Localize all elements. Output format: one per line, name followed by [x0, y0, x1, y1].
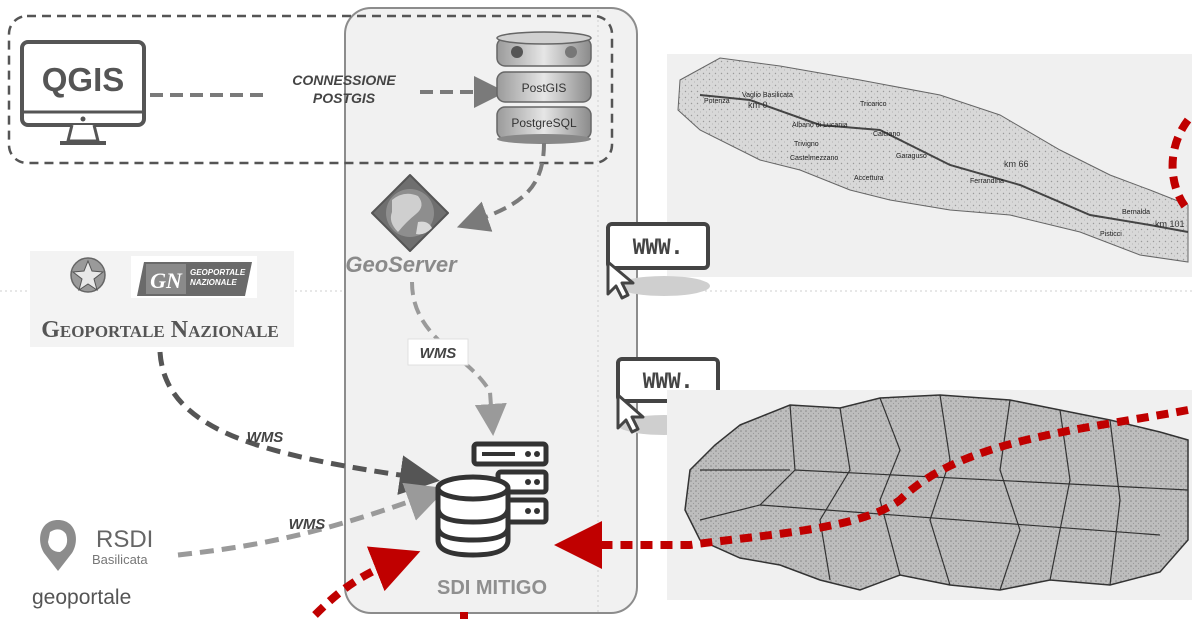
postgresql-label: PostgreSQL: [511, 116, 577, 130]
wms-label-geoportale: WMS: [247, 429, 284, 446]
rsdi-portal: geoportale: [32, 586, 131, 609]
sdi-label: SDI MITIGO: [437, 577, 547, 599]
connection-label-line1: CONNESSIONE: [292, 72, 396, 88]
geoserver-sdi-arrow: [410, 281, 507, 436]
rsdi-region: Basilicata: [92, 552, 148, 567]
emblem-icon: [70, 257, 106, 293]
wms-label-geoserver: WMS: [420, 345, 457, 362]
top-map-area: [677, 57, 1189, 263]
gn-badge-line1: GEOPORTALE: [190, 268, 246, 277]
map-pin-icon: [40, 520, 76, 571]
rsdi-name: RSDI: [96, 526, 153, 553]
svg-text:Vaglio Basilicata: Vaglio Basilicata: [742, 92, 793, 99]
gn-badge-letters: GN: [150, 268, 183, 293]
svg-text:Calciano: Calciano: [873, 131, 900, 138]
server-database-icon: [435, 441, 549, 558]
connection-label-line2: POSTGIS: [313, 90, 376, 106]
geoserver-icon: [371, 174, 449, 252]
red-link-top-map: [1168, 117, 1192, 213]
svg-text:Bernalda: Bernalda: [1122, 209, 1150, 216]
wms-label-rsdi: WMS: [289, 516, 326, 533]
svg-text:Trivigno: Trivigno: [794, 141, 819, 148]
gn-badge-line2: NAZIONALE: [190, 278, 237, 287]
wms-badge-geoserver: [407, 338, 469, 366]
www-top-label: WWW.: [633, 235, 684, 259]
svg-text:Pisticci: Pisticci: [1100, 231, 1122, 238]
www-badge-top[interactable]: WWW.: [606, 222, 710, 296]
cursor-icon: [606, 260, 635, 300]
postgis-label: PostGIS: [522, 81, 567, 95]
road-line: [699, 94, 1189, 233]
qgis-label: QGIS: [42, 61, 125, 98]
svg-text:Albano di Lucania: Albano di Lucania: [792, 122, 848, 129]
svg-text:km 66: km 66: [1004, 159, 1029, 169]
svg-text:km 0: km 0: [748, 100, 768, 110]
geoserver-label: GeoServer: [345, 252, 458, 277]
rsdi-sdi-arrow: [177, 482, 447, 558]
gn-badge: [131, 256, 257, 298]
svg-text:km 101: km 101: [1155, 219, 1185, 229]
svg-text:Castelmezzano: Castelmezzano: [790, 155, 838, 162]
database-stack-icon: [496, 31, 592, 144]
cursor-icon: [616, 393, 645, 434]
svg-text:Accettura: Accettura: [854, 175, 884, 182]
svg-text:Garaguso: Garaguso: [896, 153, 927, 160]
qgis-postgis-group: [7, 14, 614, 165]
svg-text:Potenza: Potenza: [704, 98, 730, 105]
red-link-bottom-map: [554, 406, 1189, 569]
geoportale-sdi-arrow: [157, 351, 440, 495]
top-map-labels: Potenza Vaglio Basilicata km 0 Tricarico…: [704, 92, 1185, 238]
svg-text:Ferrandina: Ferrandina: [970, 178, 1004, 185]
www-bottom-label: WWW.: [643, 369, 694, 393]
bottom-map-borders: [699, 394, 1189, 591]
postgis-geoserver-arrow: [456, 142, 546, 232]
monitor-icon: [20, 40, 146, 145]
red-link-left: [312, 546, 421, 618]
geoportale-nazionale-title: Geoportale Nazionale: [41, 317, 279, 343]
svg-text:Tricarico: Tricarico: [860, 101, 887, 108]
